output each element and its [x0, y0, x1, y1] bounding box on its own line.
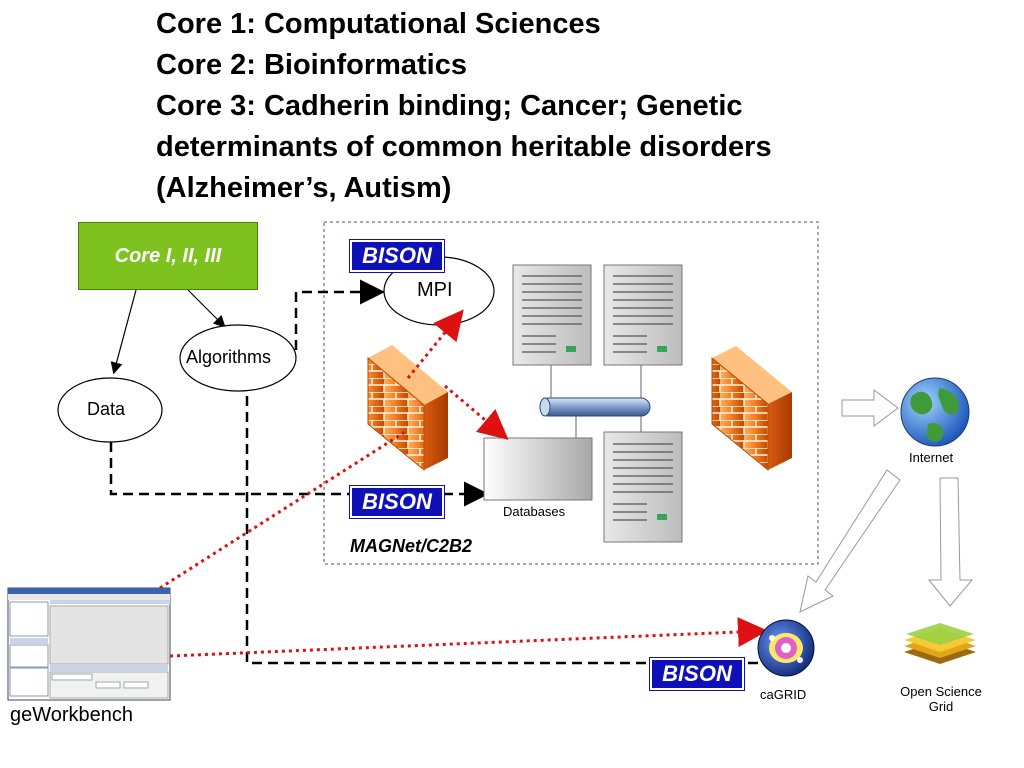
title-line-3: Core 3: Cadherin binding; Cancer; Geneti…	[156, 90, 743, 122]
open-science-grid-icon	[904, 623, 976, 664]
osg-label-line-1: Open Science	[900, 684, 982, 699]
network-bus-icon	[539, 397, 651, 417]
bison-badge-databases: BISON	[349, 485, 445, 519]
databases-label: Databases	[503, 504, 566, 519]
mpi-label: MPI	[417, 279, 453, 301]
hollow-arrow-to-internet	[841, 389, 899, 427]
globe-icon	[900, 377, 970, 447]
server-icon-2	[603, 264, 683, 366]
cagrid-label: caGRID	[760, 687, 807, 702]
cagrid-icon	[757, 619, 815, 677]
firewall-icon-left	[367, 345, 448, 472]
hollow-arrow-to-osg	[927, 477, 974, 607]
title-line-5: (Alzheimer’s, Autism)	[156, 172, 452, 204]
server-icon-3	[603, 431, 683, 543]
data-to-databases-dashed	[109, 442, 489, 507]
core-to-algorithms-arrow	[187, 289, 226, 328]
firewall-icon-right	[711, 346, 792, 472]
magnet-boundary	[323, 221, 819, 565]
core-to-data-arrow	[110, 289, 137, 375]
core-box: Core I, II, III	[78, 222, 258, 290]
geworkbench-to-cagrid-link	[169, 617, 768, 658]
bison-badge-cagrid: BISON	[649, 657, 745, 691]
algorithms-to-mpi-dashed	[294, 279, 385, 350]
data-ellipse	[57, 377, 163, 443]
internet-label: Internet	[909, 450, 954, 465]
magnet-label: MAGNet/C2B2	[350, 536, 473, 556]
algorithms-to-cagrid-dashed	[245, 380, 760, 665]
title-line-2: Core 2: Bioinformatics	[156, 49, 467, 81]
hollow-arrow-to-cagrid	[799, 469, 901, 613]
server-icon-1	[512, 264, 592, 366]
osg-label: Open Science Grid	[893, 684, 989, 714]
core-label: Core I, II, III	[114, 244, 222, 267]
databases-box	[483, 437, 593, 501]
page-title: Core 1: Computational Sciences Core 2: B…	[156, 4, 772, 209]
geworkbench-label: geWorkbench	[10, 704, 134, 726]
geworkbench-to-firewall-link	[159, 428, 409, 590]
osg-label-line-2: Grid	[928, 699, 954, 714]
title-line-4: determinants of common heritable disorde…	[156, 131, 772, 163]
geworkbench-screenshot-icon	[7, 587, 171, 701]
hollow-arrows	[799, 389, 974, 613]
bison-badge-mpi: BISON	[349, 239, 445, 273]
algorithms-label: Algorithms	[186, 347, 272, 367]
data-label: Data	[87, 399, 126, 419]
algorithms-ellipse	[179, 324, 297, 392]
title-line-1: Core 1: Computational Sciences	[156, 8, 601, 40]
firewall-to-databases-link	[444, 384, 509, 440]
